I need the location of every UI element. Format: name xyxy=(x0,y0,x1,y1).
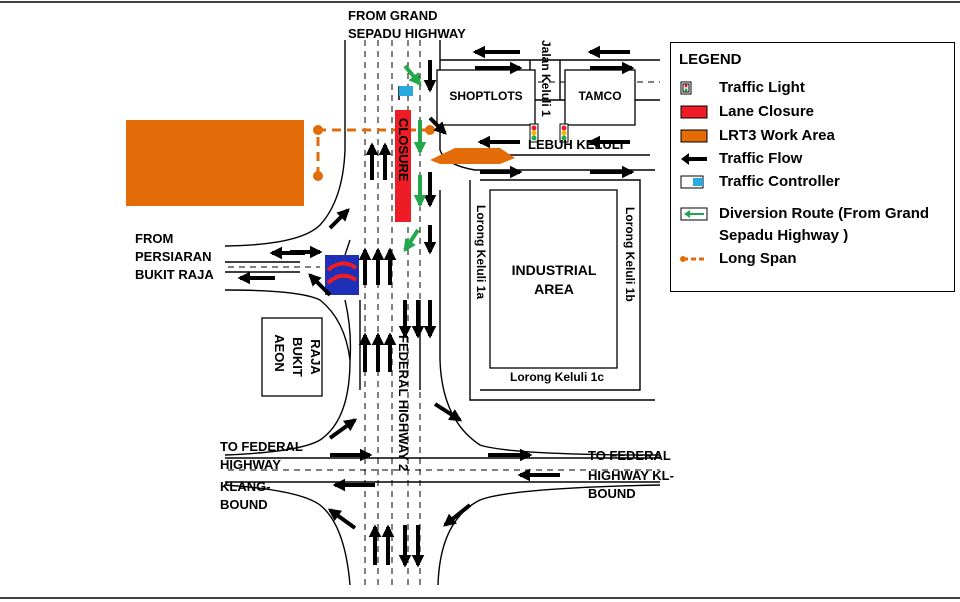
aeon-label-1: AEON xyxy=(272,334,287,372)
to-klang-label-2: HIGHWAY xyxy=(220,457,281,472)
diversion-route-arrows xyxy=(403,64,427,253)
legend-item-traffic-flow: Traffic Flow xyxy=(671,148,956,170)
diversion-route-icon xyxy=(680,207,708,221)
to-klang-label-1: TO FEDERAL xyxy=(220,439,303,454)
lebuh-keluli-label: LEBUH KELULI xyxy=(528,137,623,152)
to-klang-label-4: BOUND xyxy=(220,497,268,512)
aeon-label-3: RAJA xyxy=(308,339,323,375)
legend-label: Traffic Controller xyxy=(719,173,840,190)
legend-label: Diversion Route (From Grand xyxy=(719,205,930,222)
lane-closure-icon xyxy=(680,105,708,119)
legend-item-diversion-route: Diversion Route (From Grand xyxy=(671,203,956,225)
legend-label: Long Span xyxy=(719,250,797,267)
shoplots-label: SHOPTLOTS xyxy=(449,89,522,103)
aeon-bukit-raja-building xyxy=(261,317,323,397)
lrt3-work-area xyxy=(126,120,304,206)
legend-label: Sepadu Highway ) xyxy=(719,227,849,244)
lane-closure xyxy=(395,110,411,222)
from-persiaran-label-3: BUKIT RAJA xyxy=(135,267,214,282)
to-kl-label-1: TO FEDERAL xyxy=(588,448,671,463)
tamco-label: TAMCO xyxy=(578,89,621,103)
legend-item-work-area: LRT3 Work Area xyxy=(671,125,956,147)
lorong-keluli-1b-label: Lorong Keluli 1b xyxy=(623,207,637,302)
lorong-keluli-1c-label: Lorong Keluli 1c xyxy=(510,370,604,384)
to-kl-label-2: HIGHWAY KL- xyxy=(588,468,674,483)
legend-item-traffic-light: Traffic Light xyxy=(671,77,956,99)
lorong-keluli-1a-label: Lorong Keluli 1a xyxy=(474,205,488,299)
long-span xyxy=(313,125,435,181)
legend-item-lane-closure: Lane Closure xyxy=(671,101,956,123)
industrial-area-label-1: INDUSTRIAL xyxy=(512,262,597,278)
signboard xyxy=(325,255,359,295)
traffic-lights xyxy=(529,123,569,143)
traffic-flow-icon xyxy=(681,153,707,165)
legend-label: Lane Closure xyxy=(719,103,815,120)
from-grand-label-2: SEPADU HIGHWAY xyxy=(348,26,466,41)
legend-label: LRT3 Work Area xyxy=(719,127,835,144)
industrial-area-block xyxy=(489,189,618,369)
shoplots-building xyxy=(436,69,536,126)
traffic-controller-icon xyxy=(680,175,704,189)
from-persiaran-label-2: PERSIARAN xyxy=(135,249,212,264)
legend-label: Traffic Flow xyxy=(719,150,803,167)
traffic-controller-icon xyxy=(398,86,413,100)
to-klang-label-3: KLANG- xyxy=(220,479,271,494)
map-labels: FROM GRAND SEPADU HIGHWAY FROM PERSIARAN… xyxy=(135,8,674,512)
legend-item-traffic-controller: Traffic Controller xyxy=(671,171,956,193)
jalan-keluli-1-label: Jalan Keluli 1 xyxy=(539,40,553,117)
federal-highway-2-label: FEDERAL HIGHWAY 2 xyxy=(396,335,411,471)
legend-item-long-span: Long Span xyxy=(671,248,956,270)
industrial-area-label-2: AREA xyxy=(534,281,574,297)
long-span-icon xyxy=(680,256,705,262)
legend-item-diversion-route-cont: Sepadu Highway ) xyxy=(671,225,956,247)
tamco-building xyxy=(564,69,636,126)
to-kl-label-3: BOUND xyxy=(588,486,636,501)
aeon-label-2: BUKIT xyxy=(290,337,305,377)
work-area-icon xyxy=(680,129,708,143)
legend-label: Traffic Light xyxy=(719,79,805,96)
traffic-light-icon xyxy=(680,81,692,95)
lrt3-work-area-small xyxy=(430,148,515,164)
closure-label: CLOSURE xyxy=(396,118,411,182)
traffic-flow-arrows xyxy=(237,45,635,568)
from-persiaran-label-1: FROM xyxy=(135,231,173,246)
from-grand-label-1: FROM GRAND xyxy=(348,8,438,23)
legend-title: LEGEND xyxy=(679,51,742,68)
legend: LEGEND Traffic Light Lane Closure LRT3 W… xyxy=(670,42,955,292)
